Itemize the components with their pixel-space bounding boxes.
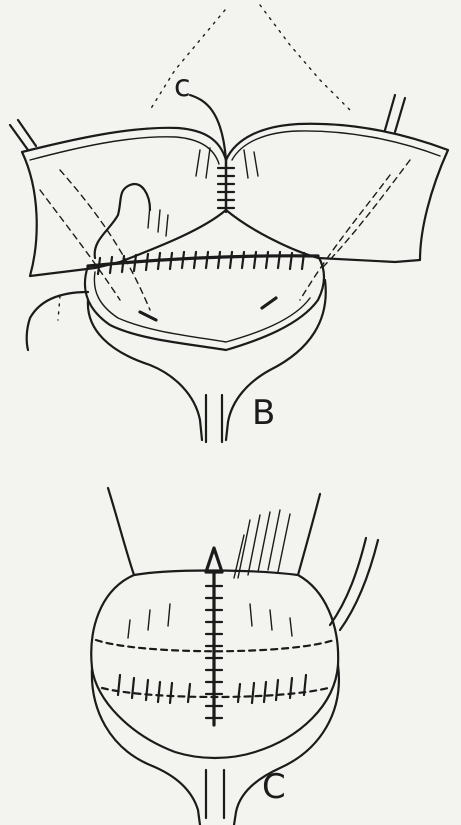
guide-thread-right: [260, 5, 350, 110]
left-thread-dots: [58, 296, 60, 320]
left-flap-inner-edge: [30, 137, 219, 164]
right-flap-inner-edge: [232, 131, 440, 160]
bladder-b-body: [85, 256, 324, 350]
left-thread: [27, 292, 88, 350]
right-flap: [226, 124, 448, 262]
marker-c-label: c: [174, 72, 191, 102]
c-strand-right: [298, 494, 320, 575]
bladder-b-outer-right: [226, 280, 326, 440]
inner-pointer-right: [262, 298, 276, 308]
right-dashed-line: [320, 160, 410, 270]
c-central-wedge: [206, 548, 222, 572]
panel-c-drawing: [91, 488, 378, 825]
left-dashed-line: [40, 190, 120, 300]
panel-b-drawing: [10, 5, 448, 442]
left-flap-tab: [10, 120, 36, 150]
left-dashed-line-2: [60, 170, 150, 310]
panel-b-label: B: [252, 396, 275, 430]
right-flap-tab: [385, 95, 405, 132]
left-lobe: [95, 184, 150, 258]
c-strand-far-right: [330, 538, 366, 625]
c-upper-hatching: [234, 510, 290, 578]
c-strand-left: [108, 488, 134, 575]
inner-pointer-left: [140, 312, 156, 320]
marker-c-leader: [190, 95, 226, 160]
c-strand-far-right-2: [340, 540, 378, 630]
c-transverse-stitches: [118, 675, 306, 703]
panel-c-label: C: [262, 770, 286, 804]
right-dashed-line-2: [300, 175, 390, 300]
